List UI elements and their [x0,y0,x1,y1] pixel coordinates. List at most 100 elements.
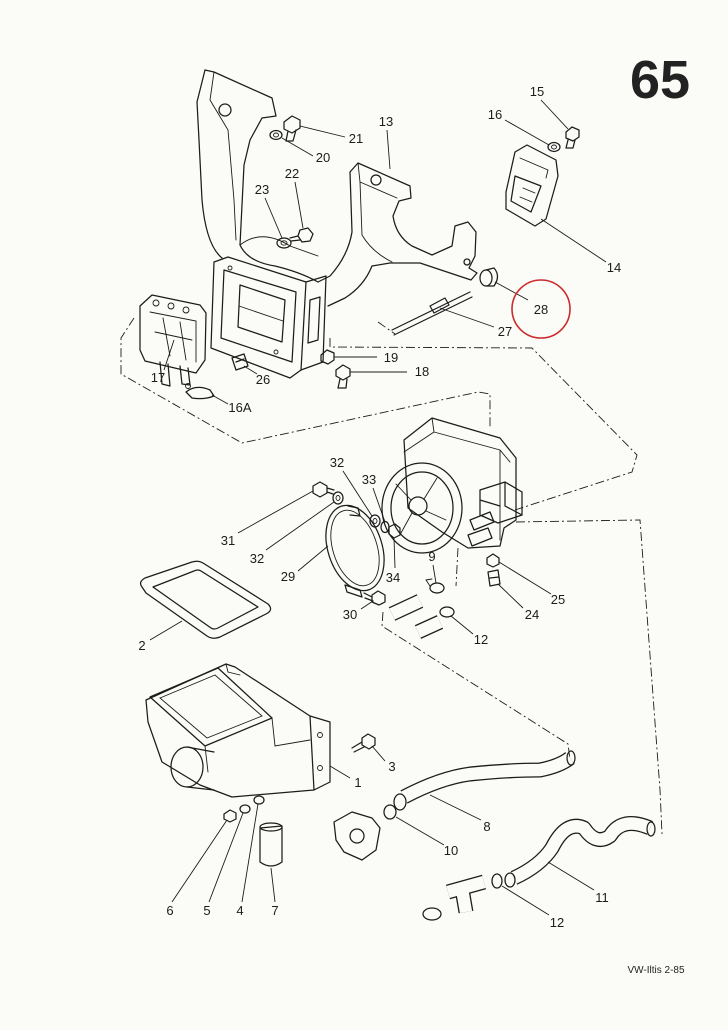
upper-hardware [269,115,499,389]
knob-7 [259,825,283,867]
callout-14: 14 [607,260,621,275]
washer-4 [253,795,265,805]
housing-right-fold [357,162,398,263]
callout-28: 28 [534,302,548,317]
grommet-28-body [485,267,499,287]
nut-6 [223,809,237,823]
screw-3 [351,733,376,753]
clamp-12-lower-b [491,873,503,889]
water-pipe-2 [467,527,493,547]
callouts: 15 16 21 13 20 23 22 14 28 27 19 17 26 1… [138,84,621,930]
housing-hole-tab [463,258,471,266]
callout-32-lower: 32 [250,551,264,566]
callout-4: 4 [236,903,243,918]
callout-13: 13 [379,114,393,129]
callout-31: 31 [221,533,235,548]
air-intake-frame [210,256,327,379]
callout-7: 7 [271,903,278,918]
elbow-10-clamp [383,804,397,820]
washer-20 [269,129,283,141]
elbow-10-body [333,811,381,861]
flap-rib-2 [179,321,187,361]
leader-13 [386,129,391,170]
hose-8 [393,750,576,811]
housing-hole-top [218,103,232,117]
leader-9 [432,564,437,584]
frame-screw-hole-2 [273,349,279,355]
ring-body [325,504,385,592]
washer-32-upper [369,514,381,528]
housing-hole-right [370,174,382,186]
leader-26 [243,365,258,375]
gasket-inner [152,569,259,630]
flap-pin-2 [167,302,175,310]
washer-16-outer [547,141,561,153]
leader-20 [281,137,314,157]
nut-34 [388,523,401,539]
hose-8-end [566,750,576,766]
heater-box-body [145,663,315,798]
screw-22 [289,227,314,243]
screw-30 [363,590,386,606]
leader-4 [241,803,259,903]
assembly-line-upper-right [329,338,638,511]
callout-15: 15 [530,84,544,99]
heater-outlet-tube [186,746,215,791]
screw-21 [283,115,301,142]
clamp-9 [429,582,445,594]
callout-30: 30 [343,607,357,622]
washer-16 [547,141,561,153]
frame-side [300,275,327,371]
frame-screw-hole-1 [227,265,233,271]
callout-25: 25 [551,592,565,607]
elbow-10-port [349,828,365,844]
clip-16a-body [185,386,215,400]
flap-assembly [139,294,207,387]
blower-rim [403,417,511,541]
callout-17: 17 [151,370,165,385]
heater-box-tray-inner [159,674,263,739]
hose-11-fill [511,817,653,884]
washer-23-outer [276,237,292,249]
callout-29: 29 [281,569,295,584]
ring-top-tab [347,505,361,517]
fan-blades [395,477,447,534]
rod-27-body [391,291,473,336]
leader-2 [149,620,183,641]
bracket-hole-1 [317,732,323,738]
leader-lines [149,99,607,916]
short-pipe-1-fill [389,595,423,620]
callout-6: 6 [166,903,173,918]
leader-27 [439,307,495,328]
t-fitting-fill [446,876,486,914]
leader-32-upper [342,470,373,517]
page-number: 65 [630,50,690,110]
clamp-9-tab [425,578,433,587]
assembly-line-rod [377,321,396,335]
housing-right-edge [317,171,353,283]
housing-right-arm [327,162,478,307]
blower-body [403,417,517,549]
callout-34: 34 [386,570,400,585]
washer-16-inner [551,144,557,150]
washer-32-upper-inner [372,518,378,524]
clamp-12-lower-a [422,907,442,921]
callout-5: 5 [203,903,210,918]
flap-body [139,294,207,374]
leader-22 [294,181,304,229]
rod-27 [391,291,473,336]
callout-2: 2 [138,638,145,653]
small-parts [223,795,283,867]
hose-8-fill [401,753,574,803]
fan-inner [390,471,454,545]
flap-pin-1 [152,299,160,307]
leader-3 [371,745,386,762]
callout-16: 16 [488,107,502,122]
blower-housing [381,417,523,554]
leader-17 [163,339,175,371]
leader-10 [395,816,445,846]
callout-22: 22 [285,166,299,181]
leader-34 [393,537,396,569]
fitting-24 [487,569,501,587]
